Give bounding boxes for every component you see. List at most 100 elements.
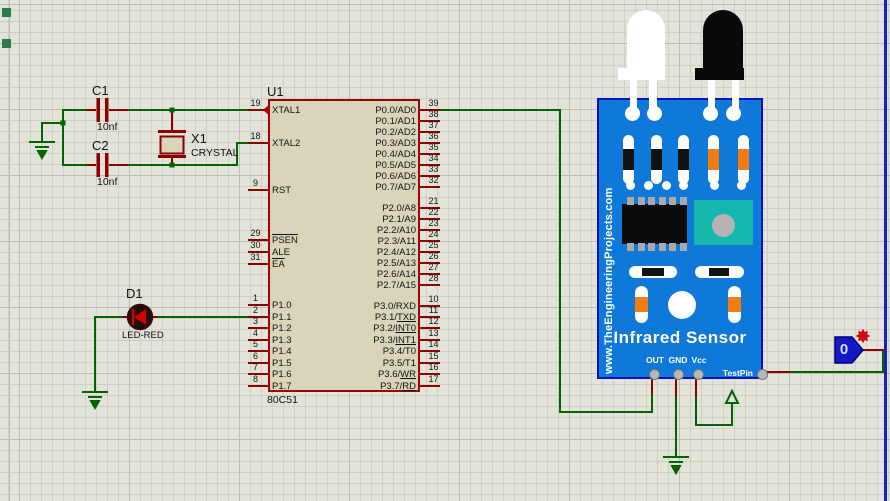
- mcu-pin-9[interactable]: [248, 189, 268, 191]
- mcu-pin-19[interactable]: [248, 109, 268, 111]
- mcu-pin-3[interactable]: [248, 327, 268, 329]
- mcu-pin-5[interactable]: [248, 350, 268, 352]
- mcu-pin-13[interactable]: [420, 339, 440, 341]
- sensor-diode: [695, 266, 744, 278]
- mcu-pin-number-13: 13: [428, 328, 439, 338]
- mcu-pin-8[interactable]: [248, 385, 268, 387]
- mcu-pin-39[interactable]: [420, 109, 440, 111]
- ground-symbol-sensor[interactable]: [663, 456, 689, 476]
- c1-capacitor-symbol[interactable]: [105, 98, 109, 122]
- sensor-ic-pin: [669, 197, 676, 205]
- mcu-pin-number-25: 25: [428, 240, 439, 250]
- mcu-pin-1[interactable]: [248, 304, 268, 306]
- mcu-pin-6[interactable]: [248, 362, 268, 364]
- mcu-pin-name-P3.2/INT0: P3.2/INT0: [373, 322, 416, 334]
- x1-crystal-body[interactable]: [159, 135, 185, 155]
- c1-ref-label: C1: [92, 83, 109, 98]
- mcu-pin-34[interactable]: [420, 164, 440, 166]
- infrared-sensor-module[interactable]: www.TheEngineeringProjects.com Infrared …: [597, 98, 768, 380]
- wire-testpin[interactable]: [789, 350, 884, 373]
- mcu-pin-name-P0.2/AD2: P0.2/AD2: [375, 126, 416, 138]
- wire-xtal-bottom2[interactable]: [128, 142, 248, 166]
- ir-led-white-flange: [618, 68, 665, 80]
- junction-dot: [169, 162, 175, 168]
- mcu-pin-number-8: 8: [252, 374, 258, 384]
- mcu-pin-26[interactable]: [420, 262, 440, 264]
- c2-capacitor-symbol[interactable]: [96, 153, 101, 177]
- sensor-ic-pin: [637, 197, 645, 205]
- mcu-pin-16[interactable]: [420, 373, 440, 375]
- mcu-pin-11[interactable]: [420, 316, 440, 318]
- mcu-pin-32[interactable]: [420, 186, 440, 188]
- mcu-pin-33[interactable]: [420, 175, 440, 177]
- mcu-pin-number-6: 6: [252, 351, 258, 361]
- mcu-pin-10[interactable]: [420, 305, 440, 307]
- ir-led-black-dome[interactable]: [703, 10, 743, 69]
- sensor-ic-pin: [627, 243, 634, 251]
- mcu-pin-30[interactable]: [248, 251, 268, 253]
- mcu-pin-35[interactable]: [420, 153, 440, 155]
- mcu-pin-28[interactable]: [420, 284, 440, 286]
- sensor-resistor: [623, 135, 634, 184]
- mcu-pin-12[interactable]: [420, 327, 440, 329]
- wire-ground1[interactable]: [41, 122, 63, 141]
- mcu-pin-number-1: 1: [252, 293, 258, 303]
- sensor-ic-pin: [648, 197, 655, 205]
- sensor-vcc-pad[interactable]: [692, 368, 704, 380]
- ground-symbol-led[interactable]: [82, 391, 108, 411]
- wire-vcc-sensor[interactable]: [695, 396, 733, 426]
- mcu-pin-23[interactable]: [420, 229, 440, 231]
- mcu-pin-15[interactable]: [420, 362, 440, 364]
- potentiometer-knob-icon: [711, 213, 735, 237]
- mcu-pin-21[interactable]: [420, 207, 440, 209]
- sensor-testpin-pad[interactable]: [756, 368, 768, 380]
- mcu-pin-number-37: 37: [428, 120, 439, 130]
- ir-led-white-dome[interactable]: [627, 10, 665, 69]
- mcu-pin-27[interactable]: [420, 273, 440, 275]
- mcu-pin-29[interactable]: [248, 239, 268, 241]
- sensor-out-pad[interactable]: [648, 368, 660, 380]
- ground-symbol-crystal[interactable]: [29, 141, 55, 161]
- mcu-pin-number-5: 5: [252, 339, 258, 349]
- mcu-pin-name-P3.1/TXD: P3.1/TXD: [374, 311, 416, 323]
- sensor-mount-hole: [668, 291, 696, 319]
- mcu-pin-number-27: 27: [428, 262, 439, 272]
- logic-probe[interactable]: [834, 336, 864, 364]
- mcu-pin-name-P0.4/AD4: P0.4/AD4: [375, 148, 416, 160]
- mcu-pin-38[interactable]: [420, 120, 440, 122]
- sensor-ic-pin: [637, 243, 645, 251]
- mcu-pin-22[interactable]: [420, 218, 440, 220]
- mcu-pin-number-18: 18: [250, 131, 261, 141]
- mcu-pin-24[interactable]: [420, 240, 440, 242]
- mcu-pin-4[interactable]: [248, 339, 268, 341]
- mcu-pin-17[interactable]: [420, 385, 440, 387]
- mcu-pin-name-P3.3/INT1: P3.3/INT1: [373, 334, 416, 346]
- mcu-pin-number-29: 29: [250, 228, 261, 238]
- mcu-80c51-body[interactable]: [268, 99, 420, 392]
- mcu-pin-36[interactable]: [420, 142, 440, 144]
- x1-crystal-plate[interactable]: [158, 130, 186, 133]
- c2-capacitor-symbol[interactable]: [105, 153, 109, 177]
- power-symbol[interactable]: [724, 388, 740, 404]
- wire-p00-to-out[interactable]: [440, 109, 653, 413]
- mcu-pin-31[interactable]: [248, 263, 268, 265]
- mcu-pin-14[interactable]: [420, 350, 440, 352]
- mcu-pin-2[interactable]: [248, 316, 268, 318]
- c1-capacitor-symbol[interactable]: [96, 98, 101, 122]
- mcu-pin-18[interactable]: [248, 142, 268, 144]
- mcu-pin-7[interactable]: [248, 373, 268, 375]
- mcu-pin-25[interactable]: [420, 251, 440, 253]
- led-d1[interactable]: [126, 303, 154, 331]
- mcu-pin-number-17: 17: [428, 374, 439, 384]
- mcu-pin-number-11: 11: [428, 305, 439, 315]
- sensor-gnd-pad[interactable]: [672, 368, 684, 380]
- x1-crystal-plate[interactable]: [158, 155, 186, 158]
- mcu-pin-number-30: 30: [250, 240, 261, 250]
- mcu-pin-37[interactable]: [420, 131, 440, 133]
- mcu-pin-name-RST: RST: [272, 184, 291, 196]
- mcu-pin-name-P1.0: P1.0: [272, 299, 292, 311]
- sensor-small-pad: [678, 180, 688, 190]
- sheet-border-line: [884, 0, 887, 501]
